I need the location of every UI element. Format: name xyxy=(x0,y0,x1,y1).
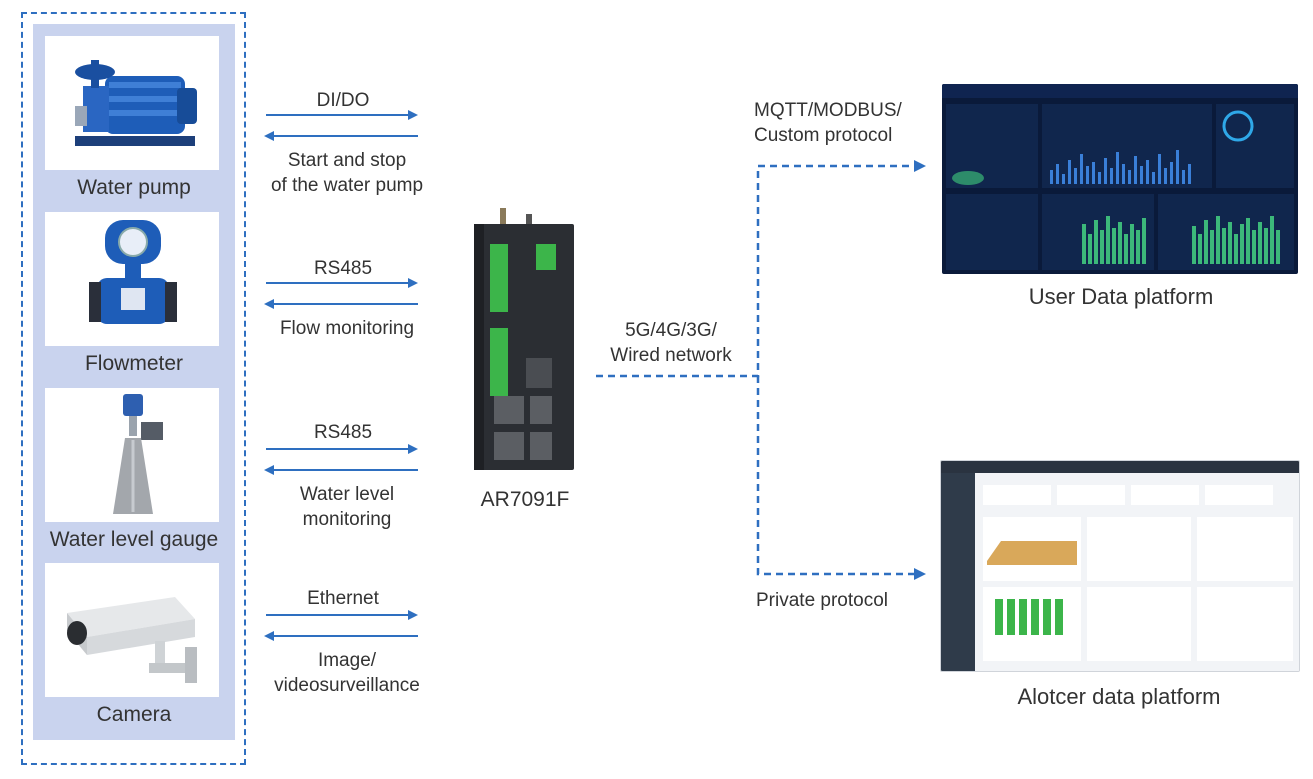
link-2-top-label: RS485 xyxy=(313,258,373,279)
link-1-top-label: DI/DO xyxy=(316,90,370,111)
device-label-water-level-gauge: Water level gauge xyxy=(49,528,219,551)
device-card-flowmeter xyxy=(45,212,219,346)
platform-2-name: Alotcer data platform xyxy=(1017,684,1221,709)
link-2-bottom-label: Flow monitoring xyxy=(279,318,415,339)
device-card-water-level-gauge xyxy=(45,388,219,522)
camera-icon xyxy=(67,597,197,683)
link-4-top-label: Ethernet xyxy=(307,588,379,609)
device-label-water-pump: Water pump xyxy=(77,176,191,199)
water-pump-icon xyxy=(75,60,197,146)
radar-level-gauge-icon xyxy=(113,394,163,514)
device-card-water-pump xyxy=(45,36,219,170)
flowmeter-icon xyxy=(89,220,177,324)
device-card-camera xyxy=(45,563,219,697)
bidirectional-arrow-icon xyxy=(264,110,418,141)
link-3-bottom-label: Water level monitoring xyxy=(299,484,395,530)
link-1-bottom-label: Start and stop of the water pump xyxy=(270,150,424,196)
device-label-camera: Camera xyxy=(96,703,172,726)
bidirectional-arrow-icon xyxy=(264,444,418,475)
router-icon xyxy=(474,208,574,470)
network-connector xyxy=(596,160,926,580)
device-group-frame xyxy=(21,12,246,765)
link-3-top-label: RS485 xyxy=(313,422,373,443)
alotcer-data-platform-screenshot xyxy=(940,460,1300,672)
platform-1-protocol: MQTT/MODBUS/ Custom protocol xyxy=(754,100,902,146)
bidirectional-arrow-icon xyxy=(264,610,418,641)
platform-1-name: User Data platform xyxy=(1028,284,1214,309)
link-4-bottom-label: Image/ videosurveillance xyxy=(274,650,420,696)
user-data-platform-screenshot xyxy=(942,84,1298,274)
bidirectional-arrow-icon xyxy=(264,278,418,309)
uplink-label: 5G/4G/3G/ Wired network xyxy=(610,320,732,366)
device-label-flowmeter: Flowmeter xyxy=(84,352,184,375)
router-name: AR7091F xyxy=(480,488,570,511)
device-panel: Water pump Flowmeter Water level gauge xyxy=(33,24,235,740)
platform-2-protocol: Private protocol xyxy=(756,590,889,611)
